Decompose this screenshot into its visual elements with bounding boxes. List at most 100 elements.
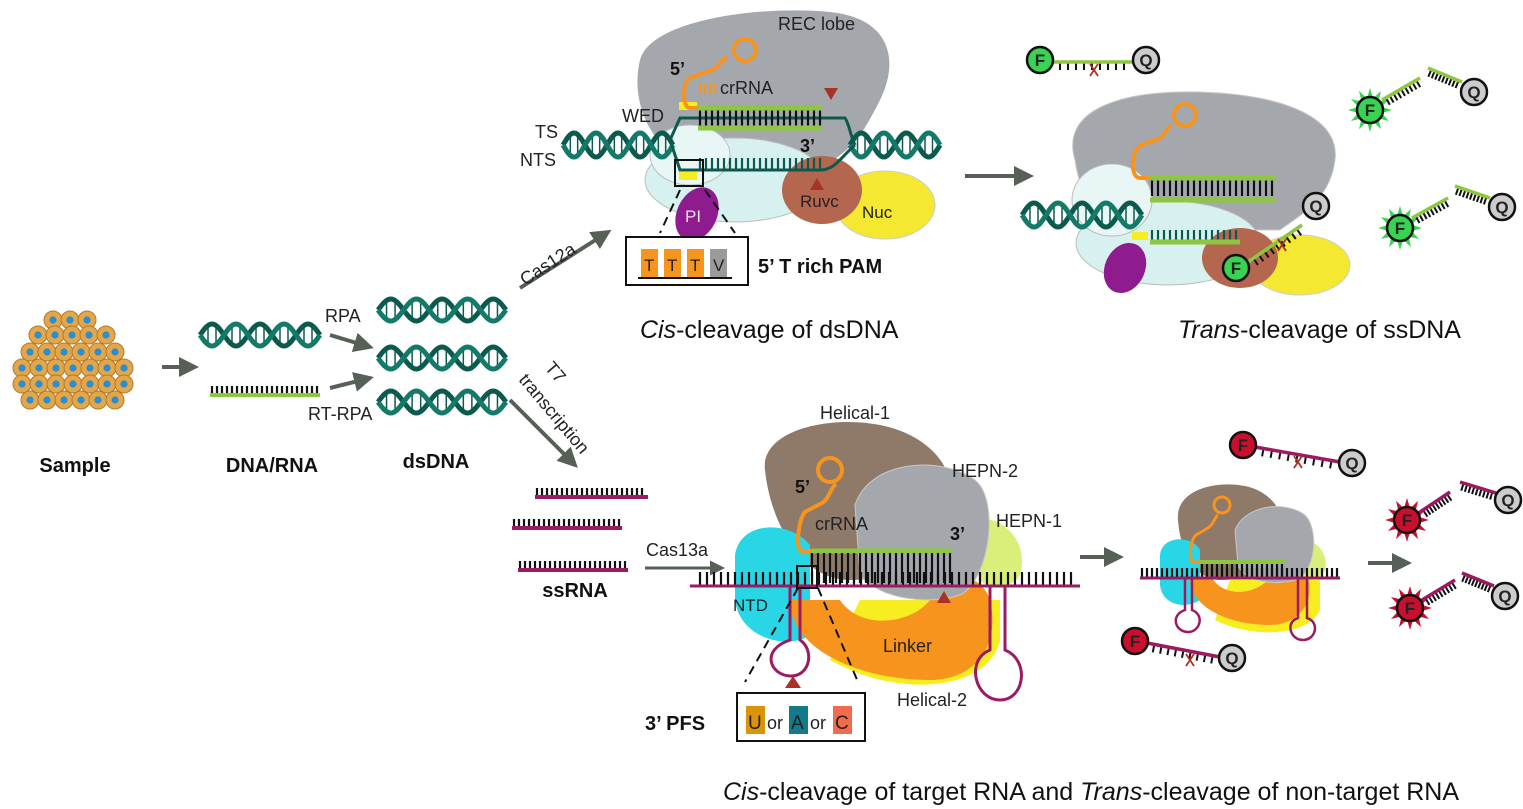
pfs-base-a: A bbox=[791, 713, 804, 734]
dsdna-helix-2 bbox=[376, 344, 508, 372]
cleaved-quencher-2: Q bbox=[1487, 192, 1517, 222]
pam-label: 5’ T rich PAM bbox=[758, 256, 882, 278]
cas13-cleavage-marker bbox=[937, 591, 951, 603]
pam-base-3: T bbox=[690, 256, 700, 275]
crrna-hairpin-loop bbox=[732, 37, 758, 63]
cis-strands bbox=[668, 37, 857, 190]
ssrna-strand-1 bbox=[535, 488, 648, 499]
cas13-three-prime-label: 3’ bbox=[950, 524, 965, 544]
pam-base-4: V bbox=[713, 256, 725, 275]
cleaved-red-fluorophore-2: F bbox=[1388, 586, 1432, 630]
trans-crrna-pairs bbox=[1150, 180, 1274, 196]
svg-text:F: F bbox=[1365, 101, 1375, 120]
pam-zoom-box: T T T V bbox=[625, 236, 749, 286]
crrna-hairpin-rungs bbox=[698, 84, 717, 94]
arrow-rpa bbox=[329, 332, 374, 352]
dna-rna-label: DNA/RNA bbox=[226, 455, 318, 477]
t7-label: T7 bbox=[541, 358, 570, 387]
arrow-cas12a bbox=[518, 229, 612, 290]
pfs-base-u: U bbox=[748, 713, 762, 734]
pfs-zoom-box: U or A or C bbox=[736, 692, 866, 742]
svg-text:F: F bbox=[1238, 436, 1248, 455]
cleaved-fluorophore-1: F bbox=[1348, 88, 1392, 132]
cas13-crrna-loop bbox=[816, 456, 844, 484]
target-rna-stemloop-right bbox=[974, 586, 1023, 702]
pam-zoom-line-left bbox=[659, 189, 681, 234]
hepn-2-shape bbox=[854, 464, 990, 601]
rt-rpa-label: RT-RPA bbox=[308, 404, 372, 424]
cleaved-red-quencher-1: Q bbox=[1493, 485, 1523, 515]
pfs-marker bbox=[785, 676, 801, 688]
cleavage-site-marker-top bbox=[824, 88, 838, 100]
svg-text:F: F bbox=[1130, 632, 1140, 651]
linker-label: Linker bbox=[883, 636, 932, 656]
pam-box bbox=[674, 159, 704, 187]
cas12-crrna-label: crRNA bbox=[720, 78, 773, 98]
svg-text:Q: Q bbox=[1225, 649, 1238, 668]
dna-helix bbox=[197, 321, 323, 349]
sample-label: Sample bbox=[39, 455, 110, 477]
svg-text:F: F bbox=[1402, 511, 1412, 530]
nts-label: NTS bbox=[520, 150, 556, 170]
cleavage-site-marker-bottom bbox=[810, 178, 824, 190]
nuc-label: Nuc bbox=[862, 203, 893, 222]
cis-dsdna-left bbox=[560, 130, 676, 160]
pfs-zoom-line-right bbox=[817, 587, 859, 683]
rpa-label: RPA bbox=[325, 306, 361, 326]
svg-text:Q: Q bbox=[1498, 587, 1511, 606]
svg-text:F: F bbox=[1405, 599, 1415, 618]
trans-strands bbox=[1130, 102, 1275, 245]
ssrna-reporter-fluorophore-2: F bbox=[1120, 626, 1150, 656]
pam-highlight-2 bbox=[679, 172, 697, 180]
nts-base-pairs bbox=[698, 158, 822, 170]
cas12a-label: Cas12a bbox=[516, 238, 580, 289]
cleaved-fluorophore-2: F bbox=[1378, 206, 1422, 250]
cas13-five-prime-label: 5’ bbox=[795, 477, 810, 497]
cleaved-quencher-1: Q bbox=[1459, 77, 1489, 107]
cleaved-red-quencher-2: Q bbox=[1490, 581, 1520, 611]
svg-text:F: F bbox=[1035, 51, 1045, 70]
target-rna-stemloop-left bbox=[769, 586, 811, 678]
cleaved-red-fluorophore-1: F bbox=[1385, 498, 1429, 542]
pi-domain-shape bbox=[675, 187, 719, 241]
svg-text:F: F bbox=[1231, 259, 1241, 278]
ssdna-reporter-fluorophore: F bbox=[1025, 45, 1055, 75]
ssrna-reporter-fluorophore: F bbox=[1228, 430, 1258, 460]
pfs-label: 3’ PFS bbox=[645, 713, 705, 735]
ruvc-label: Ruvc bbox=[800, 192, 839, 211]
arrow-rt-rpa bbox=[329, 372, 374, 392]
trans-dsdna-left bbox=[1019, 200, 1145, 230]
target-rna-pairs bbox=[698, 572, 1073, 586]
ntd-label: NTD bbox=[733, 596, 768, 615]
crrna-base-pairs bbox=[698, 110, 822, 126]
crrna-handle bbox=[682, 56, 729, 110]
helical-1-label: Helical-1 bbox=[820, 403, 890, 423]
cas13-crrna-label: crRNA bbox=[815, 514, 868, 534]
pfs-or-2: or bbox=[810, 713, 826, 733]
trans-pi-shape bbox=[1103, 242, 1147, 294]
pam-base-1: T bbox=[644, 256, 654, 275]
active-fluorophore: F bbox=[1221, 253, 1251, 283]
trans-cleavage-ssdna-caption: Trans-cleavage of ssDNA bbox=[1178, 316, 1461, 344]
helical-2-label: Helical-2 bbox=[897, 690, 967, 710]
cas13a-complex-trans bbox=[1140, 484, 1340, 642]
svg-text:Q: Q bbox=[1139, 51, 1152, 70]
cas12-five-prime-label: 5’ bbox=[670, 59, 685, 79]
dsdna-helix-3 bbox=[376, 388, 508, 416]
cas13a-complex-cis bbox=[690, 422, 1080, 702]
cas13-crrna-handle bbox=[796, 482, 838, 553]
svg-text:Q: Q bbox=[1345, 454, 1358, 473]
svg-text:Q: Q bbox=[1495, 198, 1508, 217]
dsdna-helix-1 bbox=[376, 296, 508, 324]
ssdna-reporter-quencher: Q bbox=[1131, 45, 1161, 75]
cis-dsdna-right bbox=[847, 130, 943, 160]
active-quencher: Q bbox=[1301, 191, 1331, 221]
dsdna-label: dsDNA bbox=[403, 451, 470, 473]
arrow-t7 bbox=[508, 398, 578, 468]
svg-text:Q: Q bbox=[1309, 197, 1322, 216]
cas13a-label: Cas13a bbox=[646, 540, 709, 560]
svg-text:Q: Q bbox=[1467, 83, 1480, 102]
ssrna-reporter-quencher-2: Q bbox=[1217, 643, 1247, 673]
svg-text:Q: Q bbox=[1501, 491, 1514, 510]
